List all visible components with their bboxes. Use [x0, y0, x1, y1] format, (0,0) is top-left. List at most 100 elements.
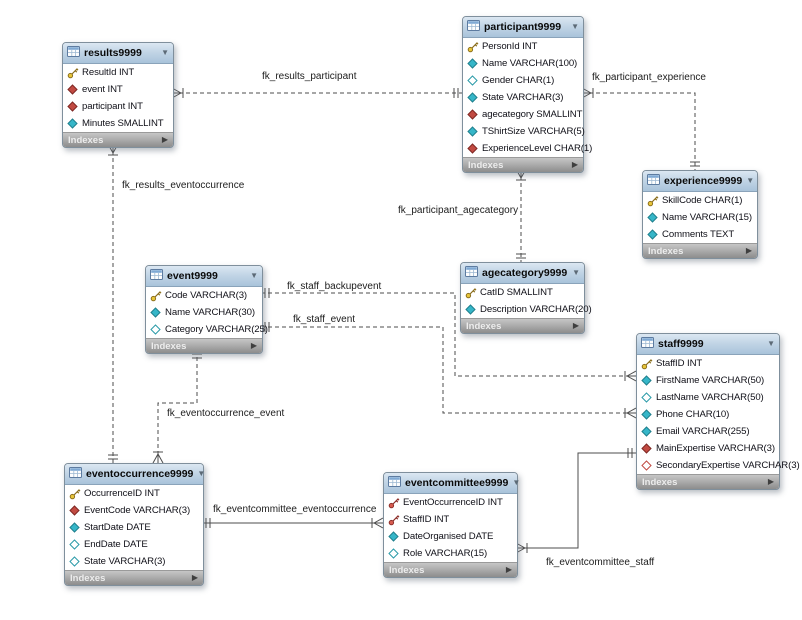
column-row[interactable]: StaffID INT [384, 511, 517, 528]
column-row[interactable]: Name VARCHAR(30) [146, 304, 262, 321]
column-row[interactable]: LastName VARCHAR(50) [637, 389, 779, 406]
expand-arrow-icon[interactable]: ▶ [745, 246, 752, 255]
column-row[interactable]: FirstName VARCHAR(50) [637, 372, 779, 389]
relationship-fk_eventcommittee_staff[interactable] [515, 448, 636, 554]
expand-arrow-icon[interactable]: ▶ [767, 477, 774, 486]
column-row[interactable]: EndDate DATE [65, 536, 203, 553]
column-label: participant INT [82, 101, 143, 112]
expand-arrow-icon[interactable]: ▶ [572, 321, 579, 330]
relationship-fk_results_eventoccurrence[interactable] [107, 143, 119, 463]
indexes-label: Indexes [648, 245, 684, 257]
relationship-label[interactable]: fk_participant_agecategory [398, 205, 519, 216]
column-row[interactable]: Description VARCHAR(20) [461, 301, 592, 318]
column-row[interactable]: SecondaryExpertise VARCHAR(3) [637, 457, 800, 474]
column-row[interactable]: Name VARCHAR(100) [463, 55, 583, 72]
indexes-section[interactable]: Indexes▶ [65, 570, 203, 585]
collapse-triangle-icon[interactable]: ▼ [512, 478, 521, 487]
collapse-triangle-icon[interactable]: ▼ [572, 268, 580, 277]
table-header[interactable]: eventoccurrence9999▼ [65, 464, 206, 485]
column-row[interactable]: DateOrganised DATE [384, 528, 517, 545]
column-row[interactable]: TShirtSize VARCHAR(5) [463, 123, 585, 140]
expand-arrow-icon[interactable]: ▶ [571, 160, 578, 169]
collapse-triangle-icon[interactable]: ▼ [767, 339, 775, 348]
table-header[interactable]: staff9999▼ [637, 334, 779, 355]
relationship-fk_results_participant[interactable] [171, 87, 462, 99]
indexes-section[interactable]: Indexes▶ [384, 562, 517, 577]
collapse-triangle-icon[interactable]: ▼ [161, 48, 169, 57]
foreign-key-icon [467, 109, 479, 120]
indexes-section[interactable]: Indexes ▶ [643, 243, 757, 258]
column-row[interactable]: participant INT [63, 98, 173, 115]
table-header[interactable]: participant9999▼ [463, 17, 583, 38]
table-header[interactable]: experience9999▼ [643, 171, 757, 192]
table-header[interactable]: results9999▼ [63, 43, 173, 64]
indexes-section[interactable]: Indexes▶ [463, 157, 583, 172]
column-row[interactable]: Category VARCHAR(25) [146, 321, 268, 338]
relationship-label[interactable]: fk_eventcommittee_eventoccurrence [213, 504, 377, 515]
column-row[interactable]: PersonId INT [463, 38, 583, 55]
column-row[interactable]: MainExpertise VARCHAR(3) [637, 440, 779, 457]
column-row[interactable]: Name VARCHAR(15) [643, 209, 757, 226]
collapse-triangle-icon[interactable]: ▼ [197, 469, 206, 478]
column-row[interactable]: Minutes SMALLINT [63, 115, 173, 132]
relationship-label[interactable]: fk_staff_backupevent [287, 281, 382, 292]
relationship-label[interactable]: fk_staff_event [293, 314, 356, 325]
column-row[interactable]: StartDate DATE [65, 519, 203, 536]
column-row[interactable]: EventOccurrenceID INT [384, 494, 517, 511]
column-row[interactable]: State VARCHAR(3) [65, 553, 203, 570]
column-row[interactable]: ResultId INT [63, 64, 173, 81]
table-header[interactable]: event9999▼ [146, 266, 262, 287]
relationship-fk_staff_backupevent[interactable] [261, 288, 637, 382]
column-label: State VARCHAR(3) [482, 92, 564, 103]
collapse-triangle-icon[interactable]: ▼ [571, 22, 579, 31]
indexes-section[interactable]: Indexes▶ [63, 132, 173, 147]
indexes-section[interactable]: Indexes▶ [637, 474, 779, 489]
column-row[interactable]: Code VARCHAR(3) [146, 287, 262, 304]
collapse-triangle-icon[interactable]: ▼ [250, 271, 258, 280]
column-row[interactable]: Role VARCHAR(15) [384, 545, 517, 562]
collapse-triangle-icon[interactable]: ▼ [746, 176, 755, 185]
column-row[interactable]: Phone CHAR(10) [637, 406, 779, 423]
table-experience9999[interactable]: experience9999▼SkillCode CHAR(1)Name VAR… [642, 170, 758, 259]
relationship-fk_staff_event[interactable] [261, 322, 637, 419]
expand-arrow-icon[interactable]: ▶ [250, 341, 257, 350]
relationship-label[interactable]: fk_participant_experience [592, 72, 706, 83]
column-row[interactable]: State VARCHAR(3) [463, 89, 583, 106]
indexes-section[interactable]: Indexes▶ [461, 318, 584, 333]
column-row[interactable]: Comments TEXT [643, 226, 757, 243]
table-event9999[interactable]: event9999▼Code VARCHAR(3)Name VARCHAR(30… [145, 265, 268, 354]
relationship-label[interactable]: fk_results_eventoccurrence [122, 180, 245, 191]
column-row[interactable]: Email VARCHAR(255) [637, 423, 779, 440]
column-row[interactable]: agecategory SMALLINT [463, 106, 583, 123]
relationship-fk_participant_experience[interactable] [581, 87, 700, 170]
relationship-label[interactable]: fk_eventoccurrence_event [167, 408, 285, 419]
expand-arrow-icon[interactable]: ▶ [505, 565, 512, 574]
expand-arrow-icon[interactable]: ▶ [161, 135, 168, 144]
relationship-fk_participant_agecategory[interactable] [515, 168, 527, 262]
expand-arrow-icon[interactable]: ▶ [191, 573, 198, 582]
column-row[interactable]: EventCode VARCHAR(3) [65, 502, 203, 519]
table-eventcommittee9999[interactable]: eventcommittee9999▼EventOccurrenceID INT… [383, 472, 521, 578]
column-row[interactable]: StaffID INT [637, 355, 779, 372]
column-row[interactable]: CatID SMALLINT [461, 284, 584, 301]
relationship-fk_eventcommittee_eventoccurrence[interactable] [202, 517, 384, 529]
table-header[interactable]: agecategory9999▼ [461, 263, 584, 284]
column-row[interactable]: ExperienceLevel CHAR(1) [463, 140, 592, 157]
relationship-label[interactable]: fk_results_participant [262, 71, 357, 82]
column-row[interactable]: event INT [63, 81, 173, 98]
relationship-fk_eventoccurrence_event[interactable] [152, 350, 202, 464]
attribute-icon [388, 531, 400, 542]
indexes-section[interactable]: Indexes▶ [146, 338, 262, 353]
column-row[interactable]: SkillCode CHAR(1) [643, 192, 757, 209]
relationship-label[interactable]: fk_eventcommittee_staff [546, 557, 655, 568]
column-row[interactable]: OccurrenceID INT [65, 485, 203, 502]
table-header[interactable]: eventcommittee9999▼ [384, 473, 521, 494]
column-row[interactable]: Gender CHAR(1) [463, 72, 583, 89]
